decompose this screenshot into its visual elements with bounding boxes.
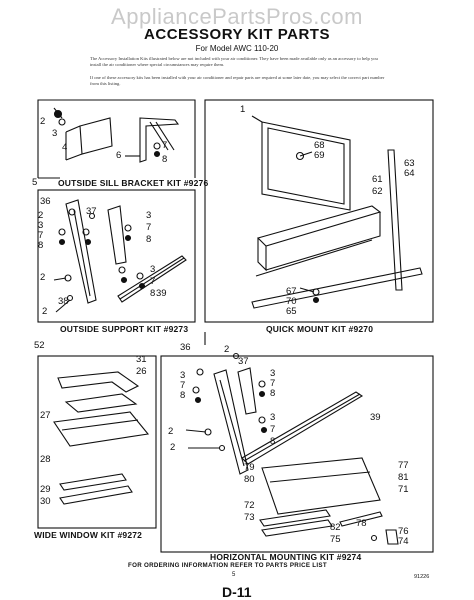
quick-mount-parts (251, 115, 423, 309)
callout: 3 (270, 412, 276, 423)
callout: 71 (398, 484, 409, 495)
intro-paragraph-1: The Accessory Installation Kits illustra… (90, 56, 378, 67)
panel-wide-window (37, 355, 157, 529)
callout: 81 (398, 472, 409, 483)
callout: 29 (40, 484, 51, 495)
callout: 36 (40, 196, 51, 207)
callout: 77 (398, 460, 409, 471)
callout: 64 (404, 168, 415, 179)
kit-label-wide-window: WIDE WINDOW KIT #9272 (34, 530, 143, 540)
callout: 6 (116, 150, 122, 161)
callout: 8 (180, 390, 186, 401)
callout: 37 (86, 206, 97, 217)
callout: 7 (270, 424, 276, 435)
callout: 7 (150, 276, 156, 287)
callout: 72 (244, 500, 255, 511)
callout: 8 (270, 388, 276, 399)
callout: 67 (286, 286, 297, 297)
callout: 38 (58, 296, 69, 307)
kit-label-quick-mount: QUICK MOUNT KIT #9270 (266, 324, 374, 334)
intro-paragraph-2: If one of these accessory kits has been … (90, 75, 385, 86)
sill-bracket-parts (53, 107, 180, 163)
callout: 39 (370, 412, 381, 423)
page-title: ACCESSORY KIT PARTS (144, 26, 330, 43)
callout: 2 (40, 116, 46, 127)
callout: 37 (238, 356, 249, 367)
callout: 3 (146, 210, 152, 221)
callout: 2 (38, 210, 44, 221)
callout: 70 (286, 296, 297, 307)
outside-support-parts (53, 199, 187, 313)
callout: 78 (356, 518, 367, 529)
callout: 2 (170, 442, 176, 453)
callout: 1 (240, 104, 246, 115)
callout: 82 (330, 522, 341, 533)
kit-label-outside-support: OUTSIDE SUPPORT KIT #9273 (60, 324, 189, 334)
callout: 7 (180, 380, 186, 391)
callout: 80 (244, 474, 255, 485)
callout: 3 (150, 264, 156, 275)
callout: 63 (404, 158, 415, 169)
document-code: 91226 (414, 574, 430, 580)
callout: 68 (314, 140, 325, 151)
callout: 2 (168, 426, 174, 437)
panel-outside-sill (37, 99, 196, 178)
ordering-note: FOR ORDERING INFORMATION REFER TO PARTS … (128, 562, 327, 569)
callout: 39 (156, 288, 167, 299)
callout: 65 (286, 306, 297, 317)
model-subtitle: For Model AWC 110-20 (195, 44, 279, 53)
callout: 7 (270, 378, 276, 389)
page-number: 5 (232, 572, 236, 578)
callout: 3 (180, 370, 186, 381)
callout: 8 (146, 234, 152, 245)
callout: 2 (42, 306, 48, 317)
callout: 73 (244, 512, 255, 523)
callout: 8 (150, 288, 156, 299)
panel-quick-mount (204, 99, 434, 323)
callout: 52 (34, 340, 45, 351)
callout: 75 (330, 534, 341, 545)
callout: 8 (162, 154, 168, 165)
callout: 3 (270, 368, 276, 379)
callout: 8 (38, 240, 44, 251)
callout: 28 (40, 454, 51, 465)
callout: 27 (40, 410, 51, 421)
page-label: D-11 (222, 584, 252, 600)
kit-label-horizontal-mounting: HORIZONTAL MOUNTING KIT #9274 (210, 552, 362, 562)
callout: 79 (244, 462, 255, 473)
callout: 61 (372, 174, 383, 185)
callout: 8 (270, 436, 276, 447)
callout: 76 (398, 526, 409, 537)
callout: 36 (180, 342, 191, 353)
callout: 7 (38, 230, 44, 241)
callout: 3 (52, 128, 58, 139)
wide-window-parts (53, 371, 150, 505)
callout: 5 (32, 177, 38, 188)
callout: 7 (146, 222, 152, 233)
horizontal-mounting-parts (185, 352, 399, 545)
callout: 2 (40, 272, 46, 283)
panel-outside-support (37, 189, 196, 323)
callout: 3 (38, 220, 44, 231)
callout: 2 (224, 344, 230, 355)
kit-label-outside-sill: OUTSIDE SILL BRACKET KIT #9276 (58, 178, 209, 188)
callout: 7 (162, 140, 168, 151)
callout: 30 (40, 496, 51, 507)
callout: 31 (136, 354, 147, 365)
callout: 62 (372, 186, 383, 197)
callout: 26 (136, 366, 147, 377)
panel-horizontal-mounting (160, 355, 434, 553)
callout: 74 (398, 536, 409, 547)
callout: 69 (314, 150, 325, 161)
watermark: AppliancePartsPros.com (111, 4, 363, 29)
callout: 4 (62, 142, 68, 153)
